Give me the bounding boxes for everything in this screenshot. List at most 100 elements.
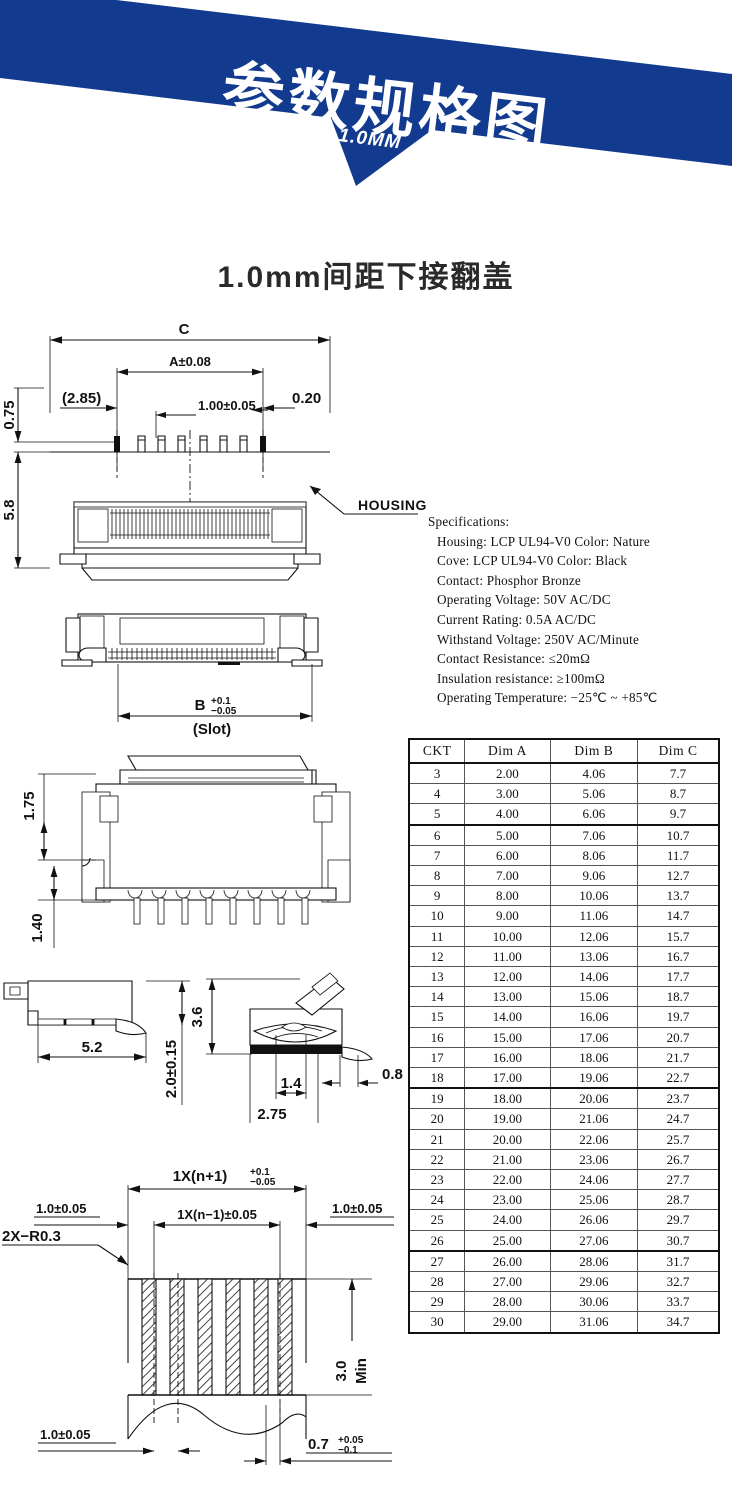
table-cell: 13.00 <box>464 986 551 1008</box>
detail-left-profile <box>3 980 147 1036</box>
table-cell: 23.7 <box>637 1087 720 1110</box>
table-cell: 16.06 <box>549 1006 639 1028</box>
table-cell: 28.00 <box>464 1291 551 1313</box>
table-cell: 11.06 <box>549 905 639 927</box>
table-cell: 13.06 <box>549 945 639 968</box>
connector-body-slot-view <box>61 613 323 667</box>
dim-285-label: (2.85) <box>62 390 101 407</box>
specification-line: Withstand Voltage: 250V AC/Minute <box>437 631 640 647</box>
table-cell: 22.06 <box>549 1128 639 1150</box>
dim-np1-lower-tol: −0.05 <box>250 1177 276 1188</box>
table-cell: 25.06 <box>549 1189 639 1211</box>
table-cell: 13.7 <box>637 885 720 907</box>
table-cell: 18.00 <box>464 1087 551 1110</box>
dim-np1-label: 1X(n+1) <box>173 1168 228 1185</box>
specification-line: Operating Voltage: 50V AC/DC <box>437 592 611 608</box>
table-cell: 10.06 <box>549 885 639 907</box>
table-cell: 19.06 <box>549 1067 639 1090</box>
table-cell: 26.00 <box>464 1250 551 1273</box>
table-cell: 12 <box>408 945 466 968</box>
label-slot: (Slot) <box>193 721 231 738</box>
table-cell: 17.00 <box>464 1067 551 1090</box>
table-cell: 11 <box>408 925 466 947</box>
table-cell: 24.06 <box>549 1169 639 1191</box>
table-cell: 31.06 <box>549 1311 639 1334</box>
dim-b-upper-tol: +0.1 <box>211 696 231 707</box>
table-cell: 28.7 <box>637 1189 720 1211</box>
drawing-side-view: 1.75 1.40 <box>0 740 420 965</box>
table-cell: 11.7 <box>637 844 720 867</box>
table-cell: 33.7 <box>637 1291 720 1313</box>
table-cell: 3 <box>408 762 466 785</box>
table-cell: 15.7 <box>637 925 720 947</box>
table-cell: 10 <box>408 905 466 927</box>
table-cell: 16.7 <box>637 945 720 968</box>
table-cell: 6.06 <box>549 803 639 826</box>
connector-body-top-view <box>59 501 321 581</box>
dim-07-lower-tol: −0.1 <box>338 1445 358 1456</box>
specification-line: Contact Resistance: ≤20mΩ <box>437 651 591 667</box>
dim-075-label: 0.75 <box>1 400 18 429</box>
table-cell: 18.06 <box>549 1046 639 1069</box>
dim-020-label: 0.20 <box>292 390 321 407</box>
dim-20-label: 2.0±0.15 <box>163 1040 180 1098</box>
table-cell: 25.00 <box>464 1229 551 1252</box>
specification-line: Current Rating: 0.5A AC/DC <box>437 611 597 627</box>
table-cell: 28 <box>408 1271 466 1293</box>
dim-min-label: Min <box>353 1358 370 1384</box>
dim-36-label: 3.6 <box>189 1007 206 1028</box>
specifications-block: Specifications: Housing: LCP UL94-V0 Col… <box>428 512 728 708</box>
specification-line: Cove: LCP UL94-V0 Color: Black <box>437 553 628 569</box>
table-cell: 21.00 <box>464 1148 551 1171</box>
table-cell: 15 <box>408 1006 466 1028</box>
table-cell: 7 <box>408 844 466 867</box>
page-title: 1.0mm间距下接翻盖 <box>217 261 515 294</box>
table-cell: 4.00 <box>464 803 551 826</box>
dim-175-label: 1.75 <box>21 791 38 820</box>
dim-58-label: 5.8 <box>1 500 18 521</box>
table-cell: 25.7 <box>637 1128 720 1150</box>
drawing-detail-views: 5.2 2.0±0.15 3.6 1.4 2.75 0.8 <box>0 965 420 1145</box>
table-cell: 7.06 <box>549 824 639 846</box>
table-cell: 12.7 <box>637 865 720 887</box>
table-cell: 29.00 <box>464 1311 551 1334</box>
table-cell: 10.00 <box>464 925 551 947</box>
table-cell: 9.00 <box>464 905 551 927</box>
table-cell: 8.06 <box>549 844 639 867</box>
table-cell: 15.06 <box>549 986 639 1008</box>
detail-right-profile <box>249 972 373 1062</box>
table-cell: 29.7 <box>637 1209 720 1231</box>
table-cell: 26 <box>408 1229 466 1252</box>
callout-housing-label: HOUSING <box>358 497 427 513</box>
table-cell: 16.00 <box>464 1046 551 1069</box>
table-cell: 14.00 <box>464 1006 551 1028</box>
table-cell: 7.00 <box>464 865 551 887</box>
table-cell: 12.00 <box>464 966 551 988</box>
table-cell: 24.00 <box>464 1209 551 1231</box>
table-cell: 24.7 <box>637 1108 720 1130</box>
table-cell: 27.06 <box>549 1229 639 1252</box>
table-cell: 9.7 <box>637 803 720 826</box>
table-cell: 14 <box>408 986 466 1008</box>
table-cell: 31.7 <box>637 1250 720 1273</box>
table-cell: 32.7 <box>637 1271 720 1293</box>
table-cell: 6.00 <box>464 844 551 867</box>
table-cell: 17.7 <box>637 966 720 988</box>
table-cell: 23.00 <box>464 1189 551 1211</box>
table-cell: 4 <box>408 783 466 805</box>
